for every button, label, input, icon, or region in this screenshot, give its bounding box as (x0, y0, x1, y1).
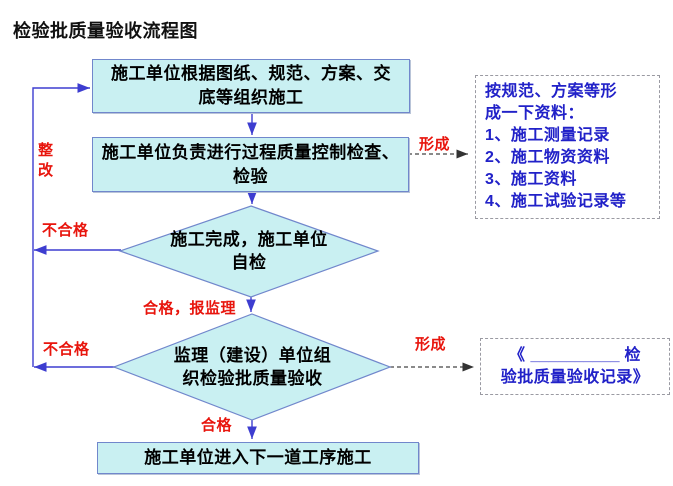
decision-self-check-text: 施工完成，施工单位 自检 (139, 228, 359, 274)
note-record-line2: 验批质量验收记录》 (500, 368, 650, 386)
note-materials-list: 按规范、方案等形 成一下资料： 1、施工测量记录 2、施工物资资料 3、施工资料… (475, 75, 660, 219)
note-record-open-quote: 《 (509, 346, 526, 364)
label-form-top: 形成 (419, 136, 451, 153)
label-pass-report: 合格，报监理 (143, 300, 237, 317)
flow-box-organize-line2: 底等组织施工 (198, 88, 304, 107)
flow-box-next-procedure-label: 施工单位进入下一道工序施工 (144, 448, 372, 467)
flow-box-organize-construction: 施工单位根据图纸、规范、方案、交 底等组织施工 (92, 59, 410, 113)
label-pass: 合格 (201, 417, 233, 434)
note-materials-item: 1、施工测量记录 (485, 127, 610, 144)
decision-acceptance-line1: 监理（建设）单位组 (173, 346, 332, 365)
flow-box-process-line2: 检验 (233, 166, 268, 186)
flow-box-next-procedure: 施工单位进入下一道工序施工 (97, 442, 419, 474)
note-record-line1: 《 __________ 检 (485, 345, 665, 367)
flow-box-process-line1: 施工单位负责进行过程质量控制检查、 (101, 142, 400, 162)
note-materials-item: 4、施工试验记录等 (485, 193, 627, 210)
note-materials-item: 2、施工物资资料 (485, 149, 610, 166)
edge-loop-to-organize (32, 83, 90, 367)
decision-self-check-line1: 施工完成，施工单位 (170, 230, 328, 249)
decision-acceptance-text: 监理（建设）单位组 织检验批质量验收 (160, 344, 345, 390)
flow-box-process-quality-check: 施工单位负责进行过程质量控制检查、 检验 (92, 137, 409, 192)
note-record-blank-line: __________ (530, 346, 620, 364)
label-form-bottom: 形成 (415, 336, 447, 353)
decision-self-check-shape (118, 205, 380, 298)
label-fail-bottom: 不合格 (43, 341, 90, 358)
page-title: 检验批质量验收流程图 (13, 21, 198, 41)
note-record-line1-end: 检 (624, 346, 641, 364)
label-fail-top: 不合格 (42, 222, 89, 239)
note-materials-intro-line1: 按规范、方案等形 (485, 83, 618, 100)
decision-acceptance-shape (112, 313, 392, 421)
decision-self-check-line2: 自检 (231, 253, 267, 272)
label-rectify: 整改 (38, 142, 54, 179)
note-acceptance-record: 《 __________ 检 验批质量验收记录》 (480, 338, 670, 395)
flow-box-organize-line1: 施工单位根据图纸、规范、方案、交 (111, 64, 391, 83)
decision-acceptance-line2: 织检验批质量验收 (182, 369, 323, 388)
note-materials-item: 3、施工资料 (485, 171, 577, 188)
note-materials-intro-line2: 成一下资料： (485, 105, 585, 122)
